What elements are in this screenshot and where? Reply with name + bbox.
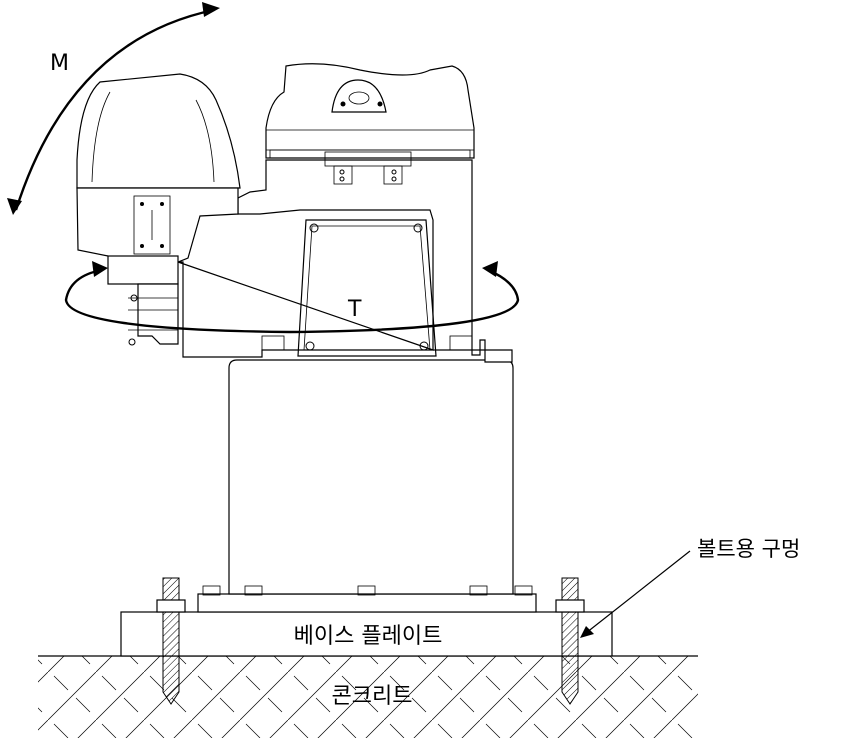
moment-label: M xyxy=(50,51,69,76)
base-mounting-clips xyxy=(202,585,533,596)
anchor-bolt-left xyxy=(156,577,186,705)
moment-arrow xyxy=(7,2,220,215)
concrete-label: 콘크리트 xyxy=(332,684,413,709)
robot-base-column xyxy=(197,359,537,613)
access-panel xyxy=(297,219,437,357)
base-plate-label: 베이스 플레이트 xyxy=(294,624,443,649)
torque-label: T xyxy=(347,297,362,322)
robot-upper-body xyxy=(76,63,513,363)
base-plate xyxy=(120,611,613,657)
bolt-hole-label: 볼트용 구멍 xyxy=(697,537,800,561)
bolt-hole-leader xyxy=(580,550,691,638)
torque-arrow xyxy=(64,261,520,334)
anchor-bolt-right xyxy=(555,577,585,705)
concrete-ground xyxy=(38,655,698,738)
